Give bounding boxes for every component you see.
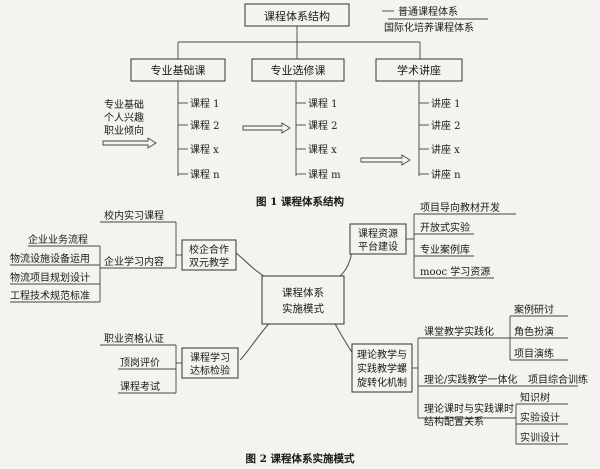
col1-item: 课程 n: [190, 169, 220, 181]
config-relation: 结构配置关系: [424, 415, 484, 428]
resource-item: 项目导向教材开发: [420, 201, 500, 214]
col2-box: [251, 58, 345, 82]
branch-dabiao: [239, 319, 273, 361]
arrow-icon: [360, 154, 411, 166]
classroom-sub-item: 案例研讨: [514, 303, 554, 316]
col3-item: 讲座 n: [431, 168, 461, 181]
figure-2: 课程体系 实施模式 校企合作 双元教学 校内实习课程 企业学习内容 企业业务流程…: [10, 201, 588, 465]
col3-item: 讲座 1: [431, 97, 461, 110]
col1-item: 课程 x: [190, 144, 219, 156]
in-school-practice: 校内实习课程: [104, 209, 164, 222]
config-sub-item: 实验设计: [520, 411, 560, 424]
assessment-item: 顶岗评价: [120, 357, 160, 369]
node-lilun-label: 理论教学与: [357, 348, 407, 361]
center-title: 实施模式: [282, 302, 324, 315]
integration: 理论/实践教学一体化: [424, 373, 517, 386]
node-ziyuan-label: 课程资源: [358, 227, 398, 240]
arrow-icon: [242, 122, 291, 134]
side-note-line: 个人兴趣: [104, 111, 144, 124]
legend-international: 国际化培养课程体系: [384, 21, 474, 34]
config-relation: 理论课时与实践课时: [424, 402, 514, 415]
side-note-line: 专业基础: [104, 98, 144, 111]
node-ziyuan: [349, 223, 407, 255]
center-title: 课程体系: [282, 287, 324, 299]
classroom-sub-item: 项目演练: [514, 347, 554, 360]
col1-item: 课程 2: [190, 120, 220, 132]
enterprise-sub-item: 物流设施设备运用: [10, 252, 90, 265]
arrow-icon: [102, 137, 157, 149]
col2-title: 专业选修课: [271, 63, 326, 77]
enterprise-sub-item: 物流项目规划设计: [10, 271, 90, 284]
node-xiaoqi: [181, 239, 237, 271]
col2-item: 课程 m: [308, 169, 341, 181]
config-sub-item: 知识树: [520, 391, 550, 404]
resource-item: 开放式实验: [420, 221, 470, 234]
center-box: [261, 275, 345, 325]
resource-item: 专业案例库: [420, 243, 470, 256]
node-lilun-label: 实践教学螺: [357, 362, 407, 375]
node-dabiao: [181, 347, 239, 379]
col1-item: 课程 1: [190, 98, 220, 110]
figure-1-caption: 图 1 课程体系结构: [256, 195, 345, 208]
resource-item: mooc 学习资源: [420, 265, 490, 278]
figure-1: 课程体系结构 普通课程体系 国际化培养课程体系 专业基础课 专业选修课 学术讲座…: [102, 3, 488, 208]
enterprise-content: 企业学习内容: [104, 255, 164, 268]
config-sub-item: 实训设计: [520, 431, 560, 444]
col2-item: 课程 2: [308, 120, 338, 132]
enterprise-sub-item: 企业业务流程: [28, 233, 88, 246]
col3-item: 讲座 2: [431, 119, 461, 132]
node-lilun-label: 旋转化机制: [357, 376, 407, 389]
node-xiaoqi-label: 双元教学: [189, 256, 229, 269]
node-dabiao-label: 达标检验: [190, 364, 230, 377]
enterprise-sub-item: 工程技术规范标准: [10, 289, 90, 302]
branch-ziyuan: [337, 241, 353, 279]
classroom-sub-item: 角色扮演: [514, 325, 554, 338]
node-xiaoqi-label: 校企合作: [189, 243, 229, 256]
assessment-item: 课程考试: [120, 380, 160, 393]
node-ziyuan-label: 平台建设: [358, 240, 398, 253]
classroom-practice: 课堂教学实践化: [424, 325, 494, 338]
figure-2-caption: 图 2 课程体系实施模式: [245, 452, 355, 465]
top-title: 课程体系结构: [264, 9, 330, 23]
legend-normal: 普通课程体系: [398, 5, 458, 18]
side-note-line: 职业倾向: [104, 124, 144, 137]
col3-title: 学术讲座: [397, 63, 441, 77]
col3-item: 讲座 x: [431, 143, 460, 156]
col2-item: 课程 x: [308, 144, 337, 156]
col1-title: 专业基础课: [151, 63, 206, 77]
legend: 普通课程体系 国际化培养课程体系: [382, 5, 488, 34]
assessment-item: 职业资格认证: [104, 332, 164, 345]
col2-item: 课程 1: [308, 98, 338, 110]
integration-sub: 项目综合训练: [528, 373, 588, 386]
node-dabiao-label: 课程学习: [190, 351, 230, 364]
